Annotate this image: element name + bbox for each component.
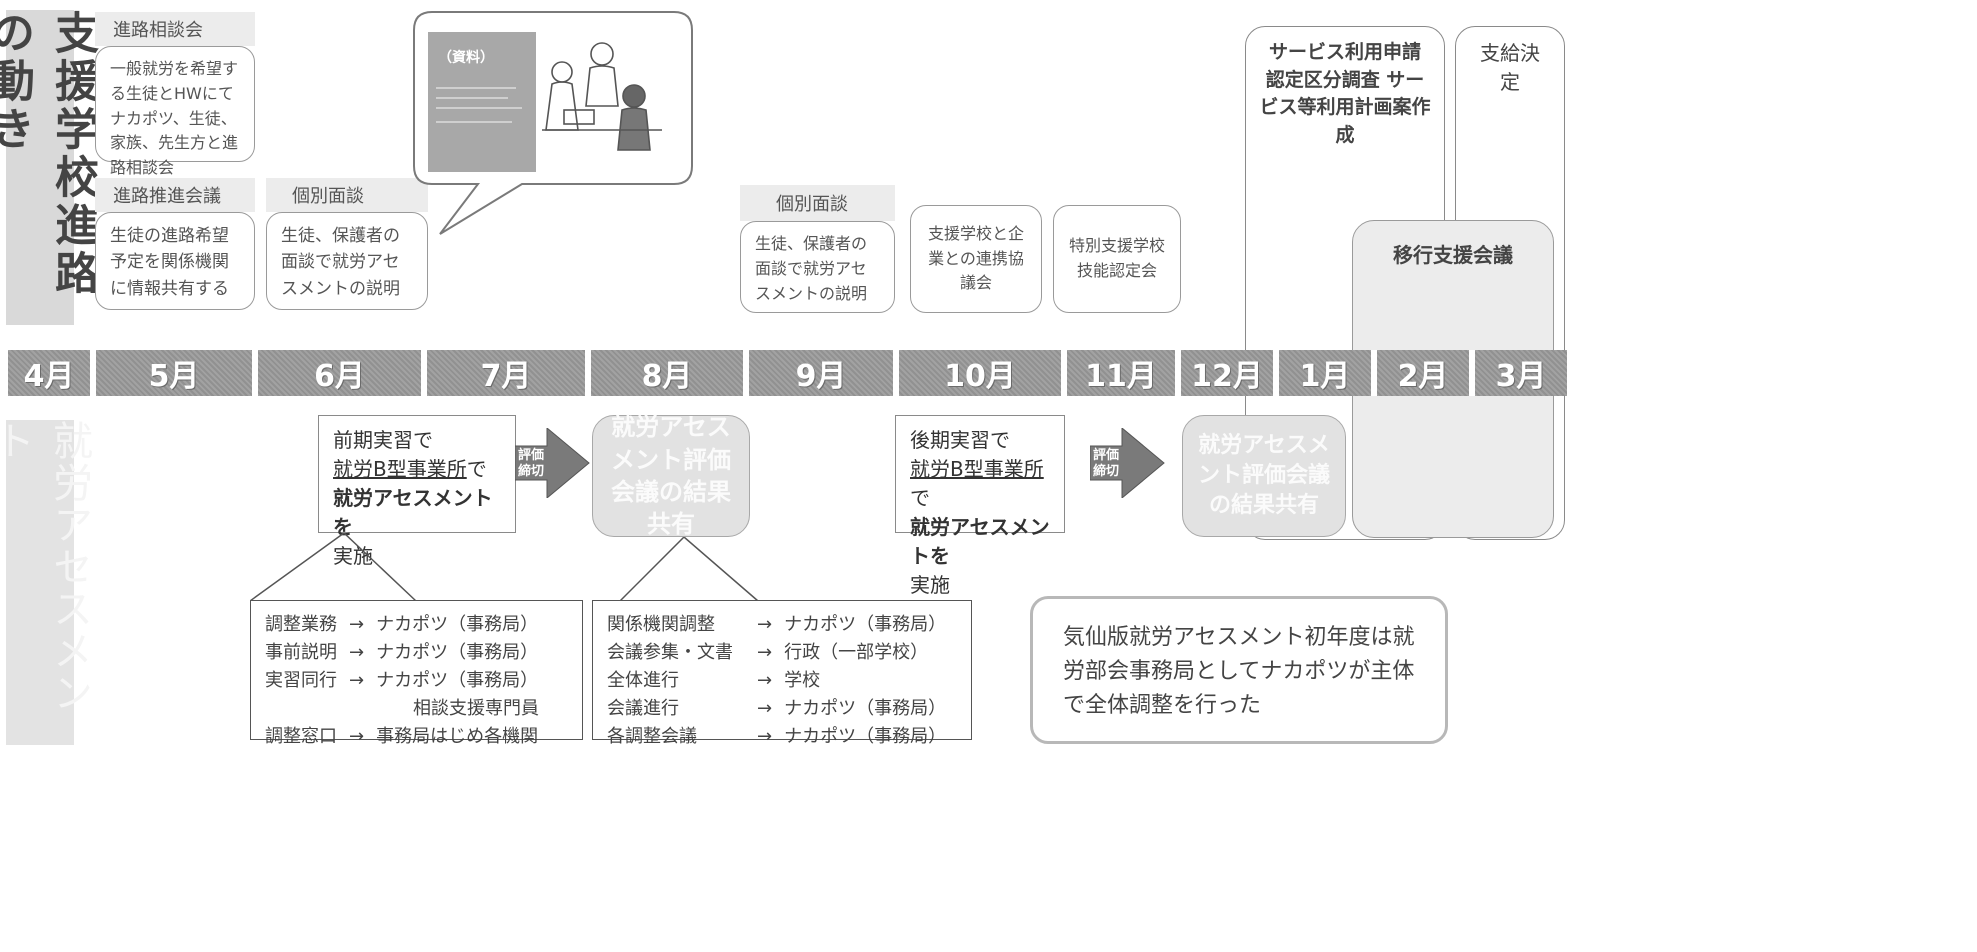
individual-interview-box-2: 生徒、保護者の面談で就労アセスメントの説明 (740, 221, 895, 313)
month-oct: 10月 (899, 350, 1061, 396)
evaluation-deadline-arrow-1 (515, 428, 590, 498)
callout-connector-2 (619, 537, 759, 602)
role-row: 会議参集・文書→行政（一部学校） (607, 641, 929, 663)
evaluation-deadline-arrow-2 (1090, 428, 1165, 498)
month-nov: 11月 (1067, 350, 1175, 396)
first-year-note: 気仙版就労アセスメント初年度は就労部会事務局としてナカポツが主体で全体調整を行っ… (1030, 596, 1448, 744)
consult-meeting-tab: 進路相談会 (95, 12, 255, 46)
service-application-title: サービス利用申請 認定区分調査 サービス等利用計画案作成 (1259, 41, 1431, 146)
material-speech-bubble: （資料） (413, 11, 693, 235)
progress-promotion-tab: 進路推進会議 (95, 178, 255, 212)
bubble-label: （資料） (438, 49, 494, 66)
people-illustration-icon (542, 42, 662, 151)
payment-decision-title: 支給決定 (1480, 41, 1540, 94)
role-row: 会議進行→ナカポツ（事務局） (607, 697, 947, 719)
month-sep: 9月 (749, 350, 893, 396)
month-jun: 6月 (258, 350, 421, 396)
consult-meeting-box: 一般就労を希望する生徒とHWにてナカポツ、生徒、家族、先生方と進路相談会 (95, 46, 255, 177)
progress-promotion-box: 生徒の進路希望予定を関係機関に情報共有する (95, 212, 255, 310)
evaluation-deadline-label-1: 評価締切 (517, 448, 544, 479)
first-practice-line3: 就労アセスメントを (333, 486, 493, 539)
month-feb: 2月 (1377, 350, 1469, 396)
later-practice-line1: 後期実習で (910, 428, 1010, 452)
month-dec: 12月 (1181, 350, 1273, 396)
month-mar: 3月 (1475, 350, 1567, 396)
role-row: 実習同行→ナカポツ（事務局） (265, 669, 539, 691)
role-row: 全体進行→学校 (607, 669, 821, 691)
month-aug: 8月 (591, 350, 743, 396)
month-may: 5月 (96, 350, 252, 396)
role-list-box-1: 調整業務→ナカポツ（事務局） 事前説明→ナカポツ（事務局） 実習同行→ナカポツ（… (250, 600, 583, 747)
individual-interview-box-1: 生徒、保護者の面談で就労アセスメントの説明 (266, 212, 428, 310)
individual-interview-tab-2: 個別面談 (740, 185, 895, 221)
assessment-review-box-2: 就労アセスメント評価会議の結果共有 (1182, 415, 1346, 537)
first-practice-box: 前期実習で 就労B型事業所で 就労アセスメントを 実施 (318, 415, 516, 568)
evaluation-deadline-label-2: 評価締切 (1092, 448, 1119, 479)
later-practice-line3: 就労アセスメントを (910, 515, 1050, 568)
month-jul: 7月 (427, 350, 585, 396)
individual-interview-tab-1: 個別面談 (266, 178, 428, 212)
role-row: 事前説明→ナカポツ（事務局） (265, 641, 539, 663)
assessment-review-box-1: 就労アセスメント評価会議の結果共有 (592, 413, 750, 538)
role-list-box-2: 関係機関調整→ナカポツ（事務局） 会議参集・文書→行政（一部学校） 全体進行→学… (592, 600, 972, 747)
later-practice-box: 後期実習で 就労B型事業所で 就労アセスメントを 実施 (895, 415, 1065, 597)
later-practice-line2: 就労B型事業所で (910, 457, 1044, 510)
month-timeline: 4月 5月 6月 7月 8月 9月 10月 11月 12月 1月 2月 3月 (0, 350, 1977, 396)
role-row: 各調整会議→ナカポツ（事務局） (607, 725, 947, 747)
section-label-school-progress: 支援学校進路の動き (0, 10, 98, 325)
callout-connector-1 (250, 533, 417, 602)
month-jan: 1月 (1279, 350, 1371, 396)
later-practice-line4: 実施 (910, 573, 950, 597)
first-practice-line4: 実施 (333, 544, 373, 568)
role-row: 調整業務→ナカポツ（事務局） (265, 614, 539, 635)
month-apr: 4月 (8, 350, 90, 396)
school-company-council-box: 支援学校と企業との連携協議会 (910, 205, 1042, 313)
role-row: 調整窓口→事務局はじめ各機関 (265, 725, 539, 747)
section-label-work-assessment: 就労アセスメント (0, 420, 92, 745)
role-row: 関係機関調整→ナカポツ（事務局） (607, 614, 947, 635)
role-row: 相談支援専門員 (413, 697, 539, 719)
first-practice-line1: 前期実習で (333, 428, 433, 452)
first-practice-line2: 就労B型事業所で (333, 457, 487, 481)
document-cover-icon (428, 32, 536, 172)
skill-certification-box: 特別支援学校技能認定会 (1053, 205, 1181, 313)
transition-support-title: 移行支援会議 (1393, 243, 1513, 267)
